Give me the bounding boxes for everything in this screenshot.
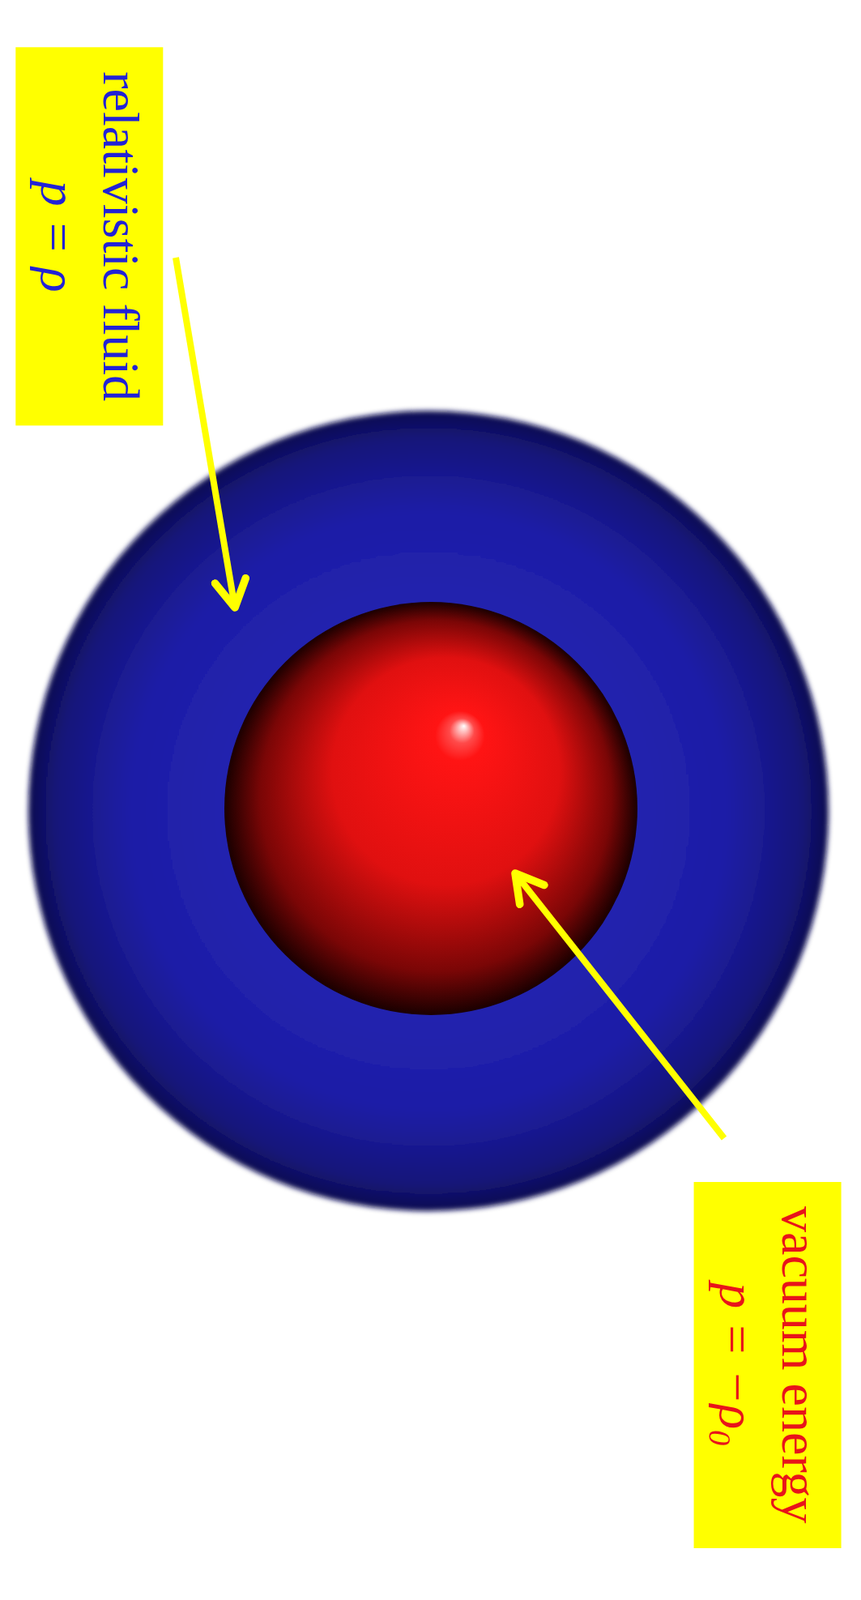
label-text: vacuum energy [767, 1206, 831, 1524]
equation-text: p = −ρ₀ [705, 1206, 768, 1524]
leader-arrow [515, 873, 725, 1139]
fluid-sphere [28, 410, 829, 1211]
label-box: vacuum energyp = −ρ₀ [694, 1181, 842, 1548]
leader-arrow [175, 257, 235, 608]
label-box: relativistic fluidp = ρ [15, 46, 163, 426]
equation-text: p = ρ [26, 71, 90, 401]
label-text: relativistic fluid [89, 71, 152, 401]
